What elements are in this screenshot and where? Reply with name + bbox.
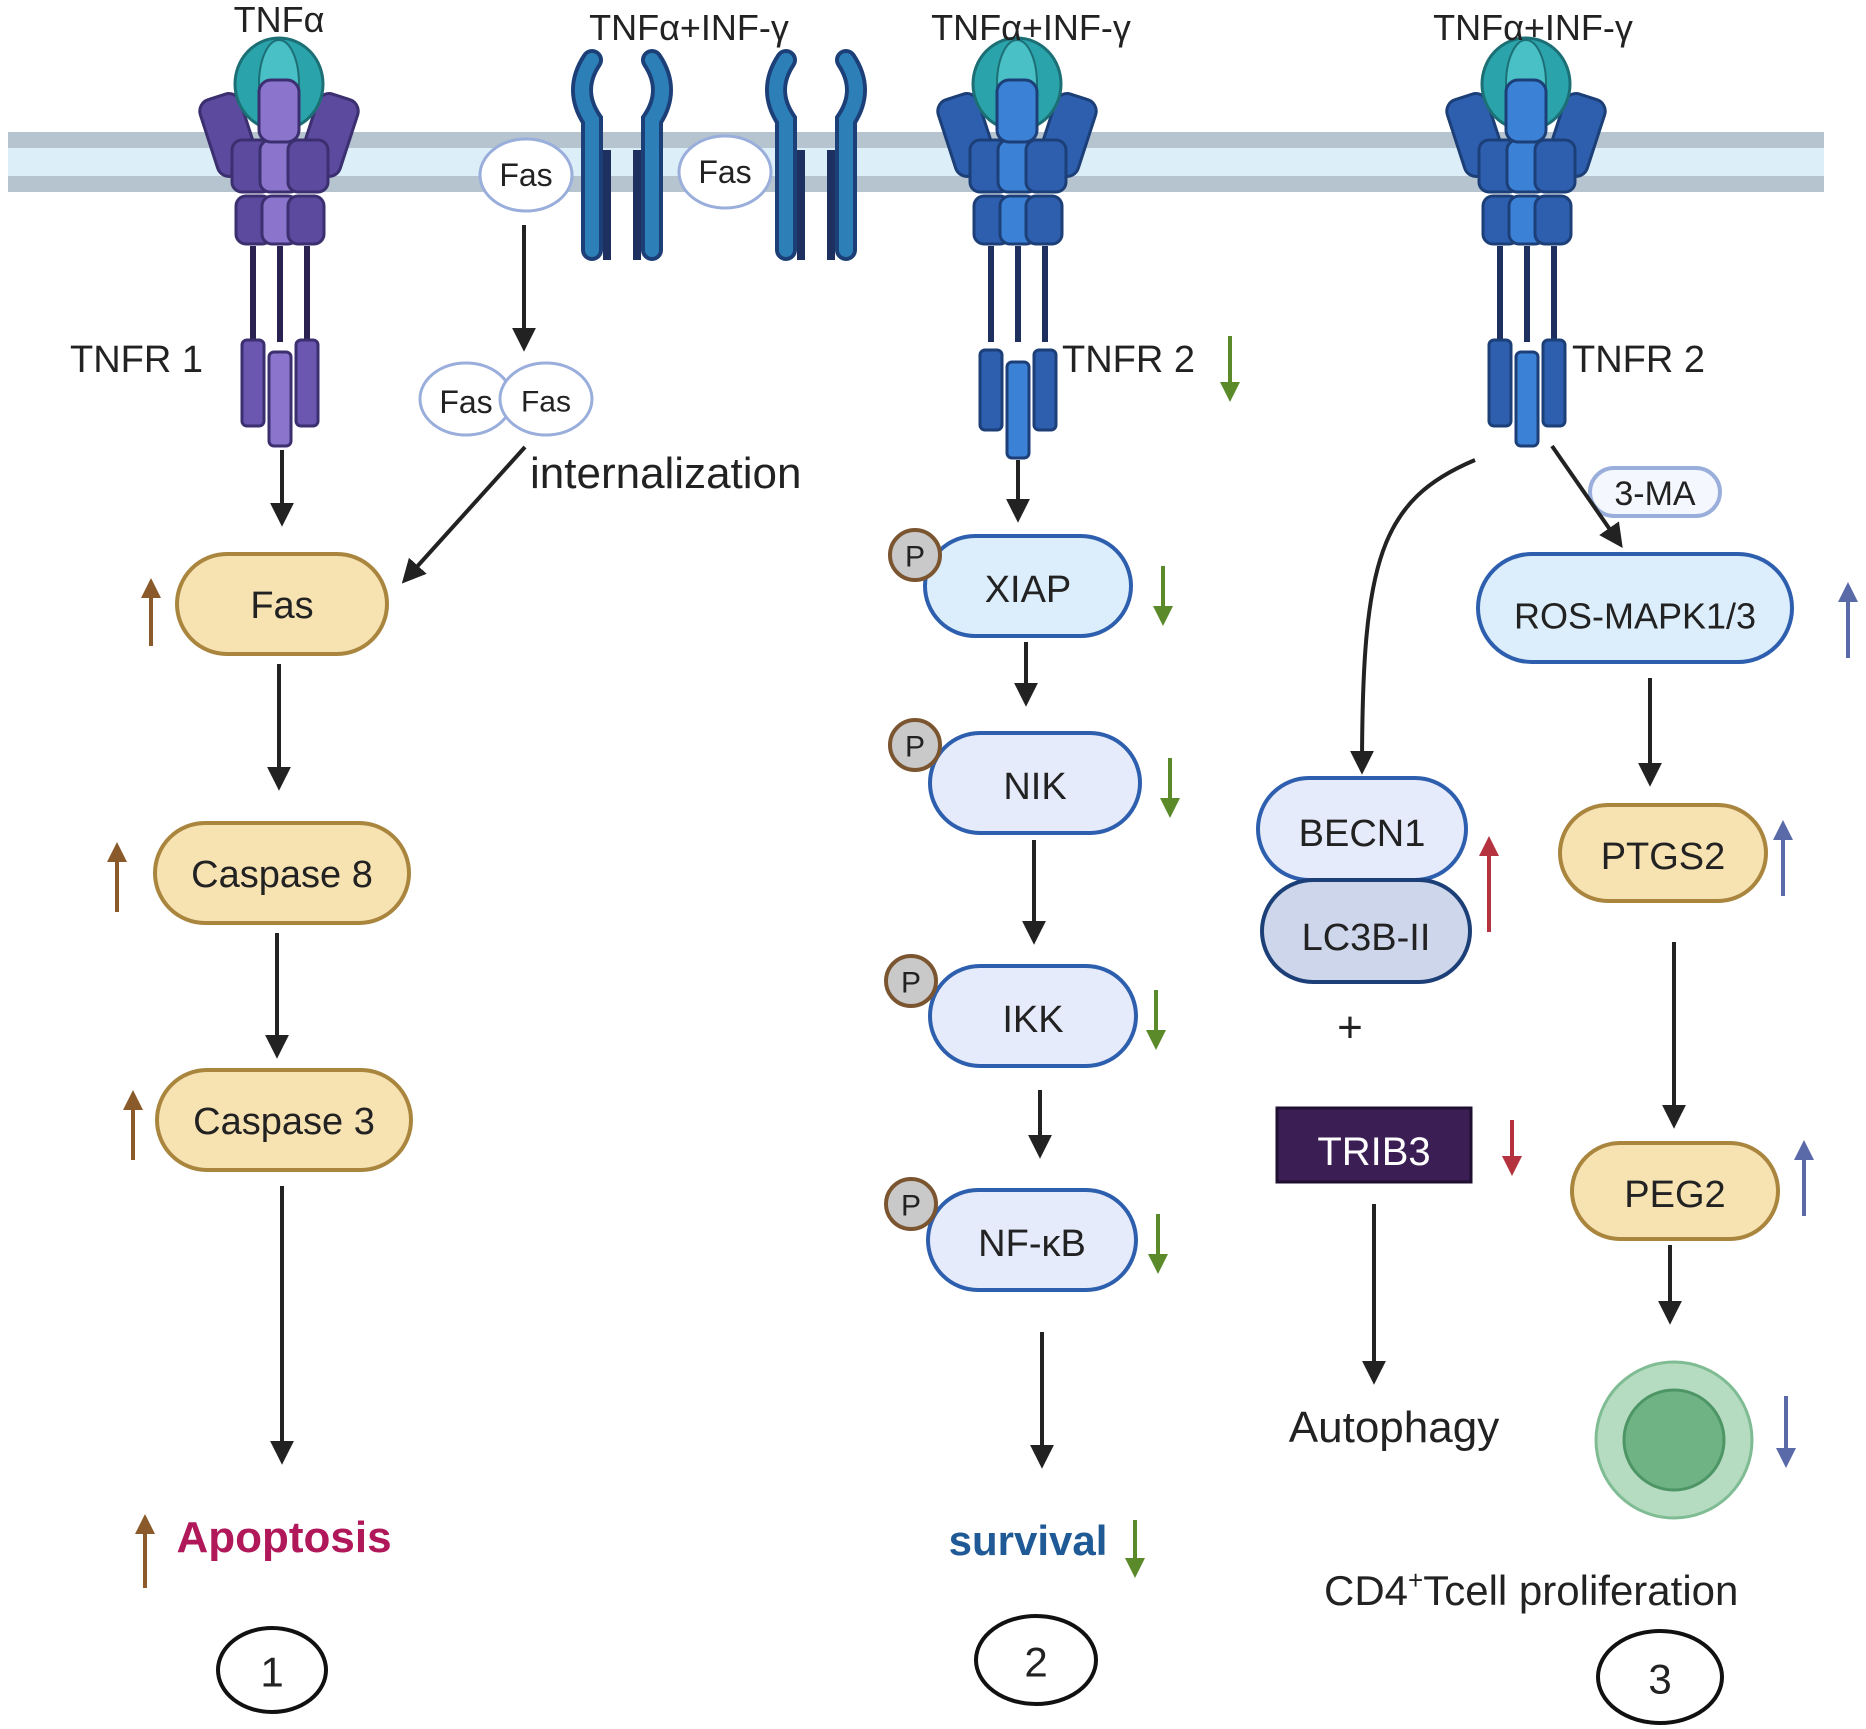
tnfr2-receptor-a [936, 36, 1098, 460]
t-cell-icon [1594, 1360, 1754, 1520]
tnfr1-label: TNFR 1 [70, 339, 203, 381]
node-ikk: IKK [928, 964, 1138, 1068]
svg-text:XIAP: XIAP [985, 569, 1072, 611]
phospho-badge-xiap: P [888, 528, 942, 582]
node-nfkb: NF-κB [926, 1188, 1138, 1292]
regulation-arrows [107, 336, 1858, 1588]
autophagy-label: Autophagy [1289, 1403, 1499, 1452]
svg-text:PTGS2: PTGS2 [1601, 836, 1726, 878]
ligand-label-tnfa: TNFα [234, 0, 325, 40]
ligand-label-pathway3: TNFα+INF-γ [1433, 7, 1633, 48]
connector-arrows [265, 225, 1686, 1469]
svg-text:Fas: Fas [499, 157, 552, 193]
tnfr1-receptor [198, 36, 360, 448]
pathway-number-3: 3 [1596, 1629, 1724, 1725]
svg-text:ROS-MAPK1/3: ROS-MAPK1/3 [1514, 596, 1756, 637]
svg-text:TRIB3: TRIB3 [1317, 1130, 1430, 1174]
svg-text:NIK: NIK [1003, 766, 1066, 808]
fas-membrane-1: Fas [478, 137, 574, 213]
node-becn1: BECN1 [1256, 776, 1468, 882]
dimer-receptor-left [571, 49, 673, 261]
svg-text:Fas: Fas [250, 585, 313, 627]
node-caspase8: Caspase 8 [153, 821, 411, 925]
internalization-label: internalization [530, 449, 802, 498]
svg-text:Fas: Fas [439, 384, 492, 420]
svg-text:BECN1: BECN1 [1299, 813, 1426, 855]
fas-dimer: Fas Fas [418, 361, 594, 437]
svg-text:Caspase 3: Caspase 3 [193, 1101, 375, 1143]
plus-sign: + [1337, 1003, 1363, 1052]
svg-text:Caspase 8: Caspase 8 [191, 854, 373, 896]
phospho-badge-nfkb: P [884, 1177, 938, 1231]
dimer-receptor-right [765, 49, 867, 261]
node-xiap: XIAP [923, 534, 1133, 638]
node-trib3: TRIB3 [1275, 1106, 1473, 1184]
ligand-label-fas-pair: TNFα+INF-γ [589, 7, 789, 48]
fas-membrane-2: Fas [677, 134, 773, 210]
svg-text:3: 3 [1648, 1656, 1671, 1703]
proliferation-label: CD4+Tcell proliferation [1324, 1565, 1738, 1614]
svg-text:P: P [905, 731, 925, 764]
phospho-badge-ikk: P [884, 954, 938, 1008]
tnfr2-label-a: TNFR 2 [1062, 339, 1195, 381]
tnfr2-receptor-b [1445, 36, 1607, 448]
svg-text:P: P [901, 1190, 921, 1223]
node-peg2: PEG2 [1570, 1141, 1780, 1241]
svg-text:Fas: Fas [698, 154, 751, 190]
tnfr2-label-b: TNFR 2 [1572, 339, 1705, 381]
svg-text:2: 2 [1024, 1639, 1047, 1686]
node-ptgs2: PTGS2 [1558, 803, 1768, 903]
svg-text:IKK: IKK [1002, 999, 1063, 1041]
node-ros-mapk: ROS-MAPK1/3 [1476, 552, 1794, 664]
svg-text:LC3B-II: LC3B-II [1302, 917, 1431, 959]
node-nik: NIK [928, 731, 1142, 835]
svg-text:P: P [905, 541, 925, 574]
ligand-label-pathway2: TNFα+INF-γ [931, 7, 1131, 48]
node-3ma: 3-MA [1588, 466, 1722, 518]
pathway-number-1: 1 [216, 1626, 328, 1714]
node-lc3b: LC3B-II [1260, 878, 1472, 984]
phospho-badge-nik: P [888, 718, 942, 772]
node-fas: Fas [175, 552, 389, 656]
pathway-number-2: 2 [974, 1614, 1098, 1706]
apoptosis-label: Apoptosis [176, 1513, 391, 1562]
survival-label: survival [949, 1517, 1108, 1564]
svg-text:P: P [901, 967, 921, 1000]
svg-text:3-MA: 3-MA [1614, 475, 1696, 513]
svg-text:NF-κB: NF-κB [978, 1223, 1086, 1265]
node-caspase3: Caspase 3 [155, 1068, 413, 1172]
svg-text:PEG2: PEG2 [1624, 1174, 1725, 1216]
svg-text:Fas: Fas [521, 386, 571, 419]
svg-text:1: 1 [260, 1649, 283, 1696]
